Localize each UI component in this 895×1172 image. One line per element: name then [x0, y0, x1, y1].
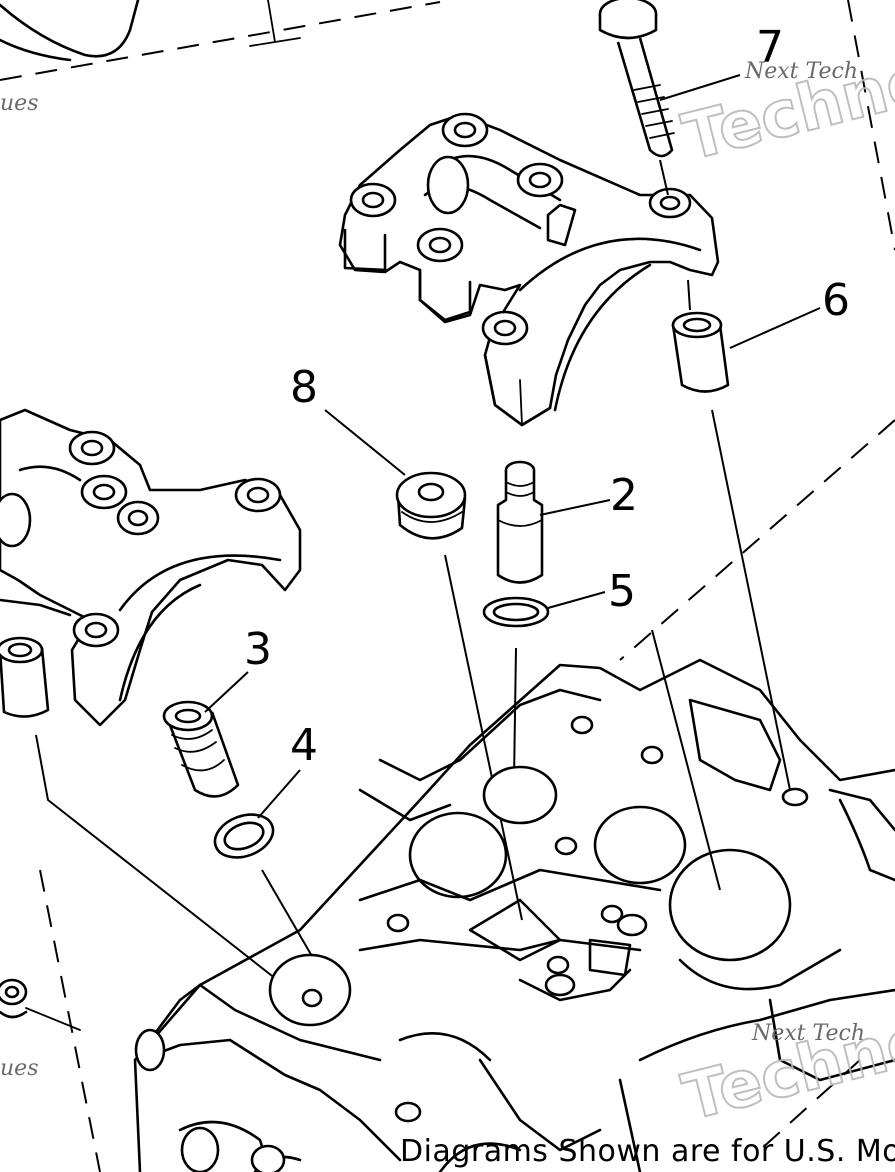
left-rocker-bracket-assembly	[0, 408, 302, 727]
seal-ring-5	[482, 596, 550, 781]
callout-6: 6	[822, 275, 850, 326]
seal-ring-4	[213, 813, 321, 971]
callout-8: 8	[290, 362, 318, 413]
cylinder-head-casting	[133, 658, 895, 1172]
watermark-corner-top: ues	[0, 91, 38, 116]
callout-5: 5	[608, 566, 636, 617]
callout-3: 3	[244, 624, 272, 675]
watermark-small-bottom: Next Tech	[751, 1021, 865, 1046]
top-left-partial-component	[0, 0, 140, 62]
plug-8	[395, 471, 523, 921]
dowel-sleeve-6	[671, 279, 791, 791]
diagram-disclaimer: Diagrams Shown are for U.S. Mo	[400, 1134, 895, 1169]
lash-adjuster-3	[162, 700, 240, 798]
bottom-left-fitting	[0, 978, 81, 1031]
watermark-corner-bottom: ues	[0, 1056, 38, 1081]
upper-rocker-bracket-assembly	[338, 112, 720, 427]
callout-7: 7	[756, 22, 784, 73]
callout-leaders	[204, 74, 821, 891]
lash-adjuster-2	[496, 460, 544, 584]
left-dowel-sleeve	[0, 636, 291, 991]
callout-labels: 7 6 8 2 5 3 4	[244, 22, 850, 771]
callout-2: 2	[610, 470, 638, 521]
watermark-small-top: Next Tech	[744, 59, 858, 84]
bolt-7	[598, 0, 675, 196]
callout-4: 4	[290, 720, 318, 771]
